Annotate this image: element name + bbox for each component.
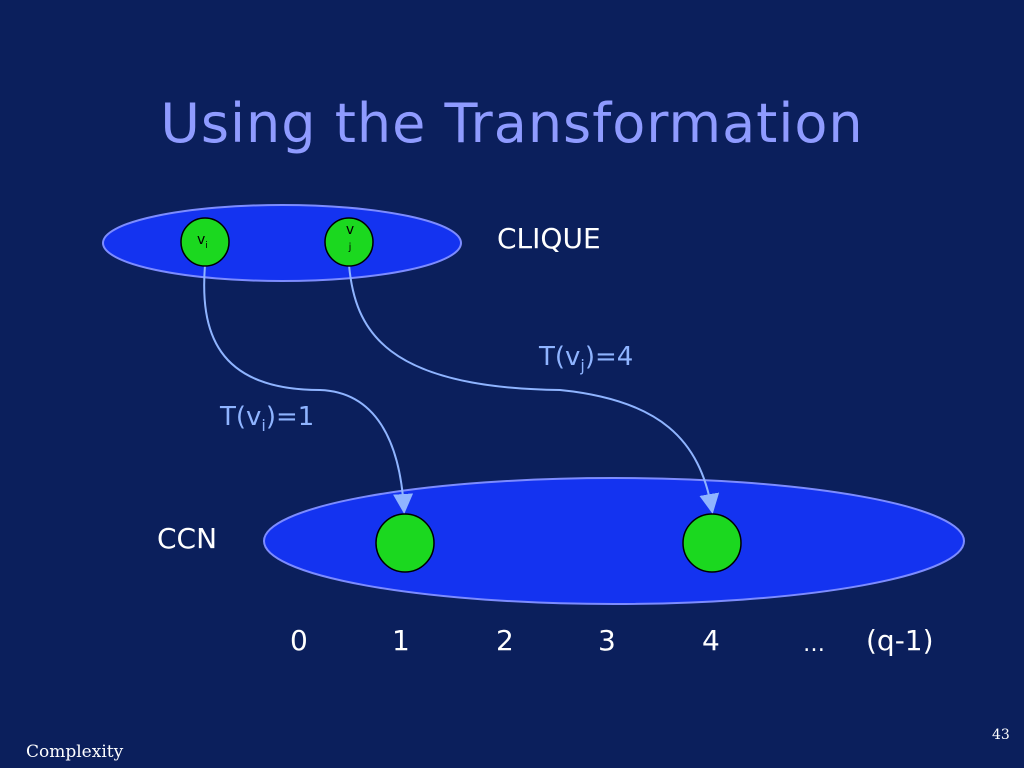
scale-label-4: 4: [702, 624, 720, 657]
slide-number: 43: [992, 727, 1010, 743]
scale-label-0: 0: [290, 624, 308, 657]
mapping-arrow-i: [203, 264, 414, 514]
clique-node-vi-label: vi: [197, 232, 208, 251]
scale-label-2: 2: [496, 624, 514, 657]
scale-label-1: 1: [392, 624, 410, 657]
clique-ellipse: [102, 204, 462, 282]
slide-title: Using the Transformation: [160, 92, 864, 155]
clique-node-vj: [324, 217, 374, 267]
footer-course-title: Complexity: [26, 742, 124, 762]
mapping-arrow-j: [348, 264, 720, 514]
ccn-node-4: [682, 513, 742, 573]
ccn-node-1: [375, 513, 435, 573]
ccn-ellipse: [263, 477, 965, 605]
clique-node-vi: [180, 217, 230, 267]
scale-label-ellipsis: …: [803, 632, 825, 657]
scale-label-3: 3: [598, 624, 616, 657]
mapping-label-i: T(vi)=1: [220, 402, 315, 436]
clique-label: CLIQUE: [497, 222, 601, 255]
mapping-label-j: T(vj)=4: [539, 342, 634, 376]
scale-label-q-minus-1: (q-1): [866, 624, 934, 657]
ccn-label: CCN: [157, 522, 218, 555]
